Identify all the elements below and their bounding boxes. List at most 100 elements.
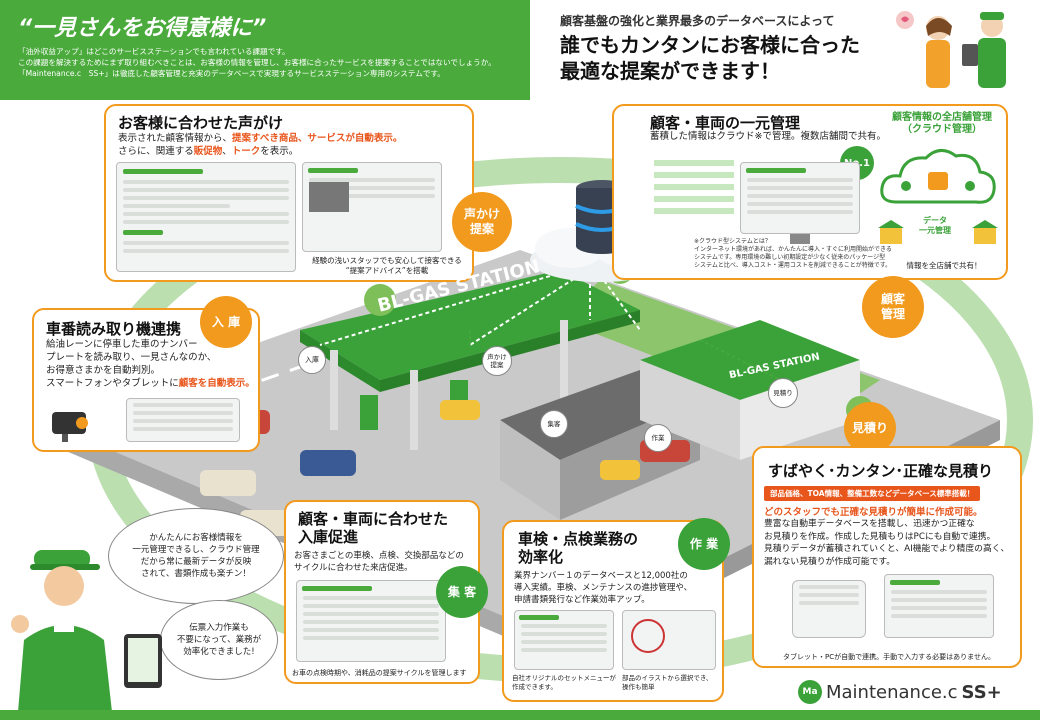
caption-line: 作成できます。 bbox=[512, 683, 557, 691]
card-shaban-title: 車番読み取り機連携 bbox=[46, 320, 182, 338]
staff-speech-bubble-2: 伝票入力作業も 不要になって、業務が 効率化できました! bbox=[160, 600, 278, 680]
desc-line: サイクルに合わせた来店促進。 bbox=[294, 563, 413, 573]
desc-line: 給油レーンに停車した車のナンバー bbox=[46, 339, 198, 350]
note-line: システムと比べ、導入コスト・運用コストを削減できることが特徴です。 bbox=[694, 262, 892, 269]
note-line: ※クラウド型システムとは？ bbox=[694, 238, 771, 245]
highlight-text: 顧客を自動表示。 bbox=[178, 378, 255, 389]
logo: Ma Maintenance.c SS+ bbox=[798, 680, 1002, 704]
bubble-line: 一元管理できるし、クラウド管理 bbox=[132, 545, 260, 555]
header-right-title-line1: 誰でもカンタンにお客様に合った bbox=[560, 33, 860, 57]
tablet-screenshot bbox=[792, 580, 866, 638]
desc-line: プレートを読み取り、一見さんなのか、 bbox=[46, 352, 217, 363]
promotion-screenshot bbox=[296, 580, 446, 662]
badge-label: 顧客 bbox=[880, 292, 905, 306]
data-label: データ bbox=[923, 216, 947, 225]
desc-line: お見積りを作成。作成した見積もりはPCにも自動で連携。 bbox=[764, 531, 996, 542]
database-tag: 部品価格、TOA情報、整備工数などデータベース標準搭載！ bbox=[764, 486, 981, 501]
cloud-title: 顧客情報の全店舗管理 （クラウド管理） bbox=[882, 112, 1002, 136]
tablet-screenshot bbox=[126, 398, 240, 442]
camera-icon bbox=[52, 412, 88, 442]
scene-bubble-sagyo: 作業 bbox=[644, 424, 672, 452]
bubble-label: 提案 bbox=[490, 361, 504, 369]
card-sagyo-desc: 業界ナンバー１のデータベースと12,000社の 導入実績。車検、メンテナンスの進… bbox=[514, 570, 724, 606]
caption-line: “提案アドバイス”を搭載 bbox=[345, 266, 429, 275]
desc-line: 申請書類発行など作業効率アップ。 bbox=[514, 595, 650, 605]
card-sagyo-title: 車検・点検業務の 効率化 bbox=[518, 530, 638, 566]
data-label: 一元管理 bbox=[919, 226, 951, 235]
card-koekake-caption: 経験の浅いスタッフでも安心して接客できる “提案アドバイス”を搭載 bbox=[302, 256, 472, 276]
cloud-title-line: 顧客情報の全店舗管理 bbox=[892, 112, 992, 123]
highlight-text: トーク bbox=[231, 146, 261, 157]
card-kanri: 顧客・車両の一元管理 蓄積した情報はクラウド※で管理。複数店舗間で共有。 顧客情… bbox=[612, 104, 1008, 280]
badge-label: 集 客 bbox=[447, 584, 477, 599]
desc-line: 漏れない見積りが作成可能です。 bbox=[764, 556, 896, 567]
card-kanri-title: 顧客・車両の一元管理 bbox=[650, 114, 801, 132]
card-koekake-title: お客様に合わせた声がけ bbox=[118, 114, 284, 132]
footer-bar bbox=[0, 710, 1040, 720]
desc-line: スマートフォンやタブレットに bbox=[46, 378, 179, 389]
caption-line: 部品のイラストから選択でき、 bbox=[622, 674, 713, 682]
card-sagyo-caption-left: 自社オリジナルのセットメニューが 作成できます。 bbox=[512, 674, 618, 692]
card-mitsumori-highlight: どのスタッフでも正確な見積りが簡単に作成可能。 bbox=[764, 507, 983, 518]
title-line: 顧客・車両に合わせた bbox=[298, 510, 449, 528]
title-line: 入庫促進 bbox=[298, 528, 359, 546]
header-right-title: 誰でもカンタンにお客様に合った 最適な提案ができます！ bbox=[560, 32, 860, 84]
highlight-text: 販促物 bbox=[193, 146, 223, 157]
caption-line: 自社オリジナルのセットメニューが bbox=[512, 674, 616, 682]
card-sagyo-caption-right: 部品のイラストから選択でき、 操作も簡単 bbox=[622, 674, 722, 692]
caption-line: 経験の浅いスタッフでも安心して接客できる bbox=[312, 256, 462, 265]
badge-label: 声かけ bbox=[463, 207, 500, 221]
monitor-screenshot bbox=[740, 162, 860, 234]
badge-label: 入 庫 bbox=[211, 314, 241, 329]
card-kanri-desc: 蓄積した情報はクラウド※で管理。複数店舗間で共有。 bbox=[650, 131, 886, 142]
cloud-icon bbox=[880, 149, 996, 204]
desc-line: 豊富な自動車データベースを搭載し、迅速かつ正確な bbox=[764, 519, 975, 529]
card-sokushin-desc: お客さまごとの車検、点検、交換部品などの サイクルに合わせた来店促進。 bbox=[294, 550, 480, 574]
monitor-stand bbox=[790, 234, 810, 244]
scene-bubble-koekake: 声かけ 提案 bbox=[482, 346, 512, 376]
card-koekake: お客様に合わせた声がけ 表示された顧客情報から、提案すべき商品、サービスが自動表… bbox=[104, 104, 474, 282]
cloud-title-line: （クラウド管理） bbox=[902, 124, 982, 135]
store-icons bbox=[878, 220, 998, 244]
feature-list-graphic bbox=[654, 154, 734, 234]
logo-mark-text: Ma bbox=[802, 686, 818, 697]
badge-koekake-teian: 声かけ 提案 bbox=[452, 192, 512, 252]
bubble-line: だから常に最新データが反映 bbox=[140, 557, 252, 567]
badge-label: 見積り bbox=[851, 420, 888, 435]
header-body-line: 「油外収益アップ」はどこのサービスステーションでも言われている課題です。 bbox=[18, 47, 290, 56]
header-body: 「油外収益アップ」はどこのサービスステーションでも言われている課題です。 この課… bbox=[18, 46, 518, 79]
desc-line: 業界ナンバー１のデータベースと12,000社の bbox=[514, 571, 688, 581]
scene-bubble-mitsumori: 見積り bbox=[768, 378, 798, 408]
title-line: 車検・点検業務の bbox=[518, 530, 639, 548]
bubble-line: されて、書類作成も楽チン！ bbox=[141, 569, 251, 579]
desc-line: 見積りデータが蓄積されていくと、AI機能でより精度の高く、 bbox=[764, 544, 1010, 554]
cloud-note: ※クラウド型システムとは？ インターネット環境があれば、かんたんに導入・すぐに利… bbox=[694, 238, 894, 270]
header-body-line: この課題を解決するためにまず取り組むべきことは、お客様の情報を管理し、お客様に合… bbox=[18, 58, 496, 67]
card-shaban-desc: 給油レーンに停車した車のナンバー プレートを読み取り、一見さんなのか、 お得意さ… bbox=[46, 338, 258, 390]
tablet-screenshot-2 bbox=[302, 162, 442, 252]
card-koekake-desc: 表示された顧客情報から、提案すべき商品、サービスが自動表示。 さらに、関連する販… bbox=[118, 132, 468, 158]
customer-staff-illustration bbox=[896, 11, 1006, 88]
card-mitsumori-desc: 豊富な自動車データベースを搭載し、迅速かつ正確な お見積りを作成。作成した見積も… bbox=[764, 518, 1020, 568]
card-sokushin-caption: お車の点検時期や、消耗品の提案サイクルを管理します bbox=[292, 669, 467, 677]
header-right-title-line2: 最適な提案ができます！ bbox=[560, 59, 780, 83]
set-menu-screenshot bbox=[514, 610, 614, 670]
text: を表示。 bbox=[260, 146, 299, 157]
text: さらに、関連する bbox=[118, 146, 194, 157]
staff-illustration bbox=[11, 550, 162, 712]
card-sokushin-title: 顧客・車両に合わせた 入庫促進 bbox=[298, 510, 448, 546]
header-body-line: 「Maintenance.c SS+」は徹底した顧客管理と充実のデータベースで実… bbox=[18, 69, 445, 78]
badge-kokyaku-kanri: 顧客 管理 bbox=[862, 276, 924, 338]
scene-bubble-shukaku: 集客 bbox=[540, 410, 568, 438]
note-line: システムです。専用環境の難しい初期設定が少なく従来のパッケージ型 bbox=[694, 254, 886, 261]
badge-shukaku: 集 客 bbox=[436, 566, 488, 618]
logo-suffix: SS+ bbox=[961, 681, 1002, 703]
note-line: インターネット環境があれば、かんたんに導入・すぐに利用開始ができる bbox=[694, 246, 892, 253]
caption-line: 操作も簡単 bbox=[622, 683, 655, 691]
card-mitsumori-title: すばやく･カンタン･正確な見積り bbox=[768, 462, 994, 480]
bubble-line: かんたんにお客様情報を bbox=[149, 533, 243, 543]
desc-line: お客さまごとの車検、点検、交換部品などの bbox=[294, 551, 464, 561]
logo-name: Maintenance.c bbox=[826, 681, 958, 703]
bubble-label: 声かけ bbox=[487, 353, 507, 361]
badge-label: 管理 bbox=[880, 307, 905, 321]
